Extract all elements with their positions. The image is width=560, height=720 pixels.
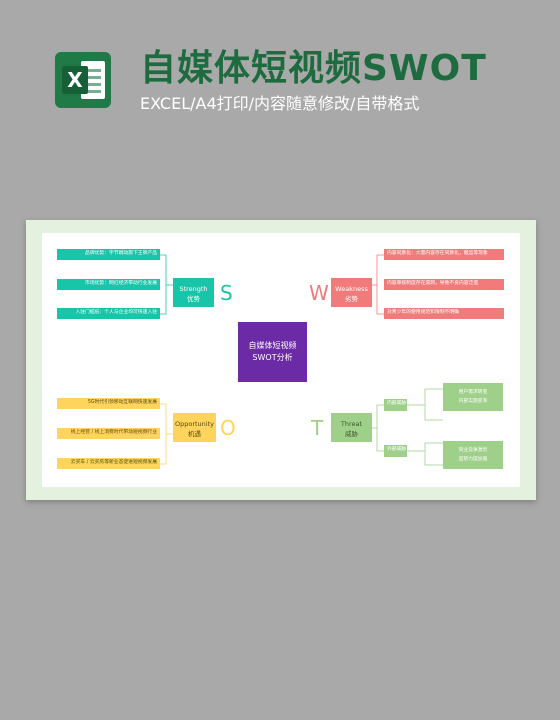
- excel-icon: X: [55, 52, 111, 108]
- weakness-item-3: 对青少年的使用规范和限制不明确: [384, 308, 504, 319]
- threat-label-en: Threat: [340, 420, 363, 428]
- threat-inner-item-1: 用户需求转变: [458, 390, 488, 395]
- center-line-1: 自媒体短视频: [248, 341, 297, 350]
- weakness-label-en: Weakness: [335, 285, 368, 293]
- threat-outer-node: 外部威胁: [384, 445, 407, 457]
- center-line-2: SWOT分析: [252, 353, 293, 362]
- strength-item-2: 市场优势：网红经济带动行业发展: [57, 279, 160, 290]
- opportunity-node: Opportunity 机遇: [173, 413, 216, 442]
- weakness-label-cn: 劣势: [345, 295, 358, 303]
- excel-x-letter: X: [62, 66, 88, 94]
- strength-node: Strength 优势: [173, 278, 214, 307]
- letter-t: T: [311, 416, 324, 440]
- threat-inner-leaf: 用户需求转变 内部实施变革: [443, 383, 503, 411]
- threat-node: Threat 威胁: [331, 413, 372, 442]
- weakness-item-2: 内容审核制度存在漏洞，导致不良内容泛滥: [384, 279, 504, 290]
- weakness-node: Weakness 劣势: [331, 278, 372, 307]
- weakness-item-1: 内容同质化：大量内容存在同质化，搬运等现象: [384, 249, 504, 260]
- threat-inner-node: 内部威胁: [384, 399, 407, 411]
- threat-outer-item-2: 监管力度加强: [458, 457, 488, 462]
- letter-s: S: [220, 281, 233, 305]
- strength-item-1: 品牌优势：字节跳动旗下王牌产品: [57, 249, 160, 260]
- opportunity-label-en: Opportunity: [174, 420, 214, 428]
- letter-o: O: [220, 416, 236, 440]
- letter-w: W: [309, 281, 329, 305]
- opportunity-item-1: 5G时代引领移动互联网快速发展: [57, 398, 160, 409]
- strength-label-en: Strength: [179, 285, 208, 293]
- strength-item-3: 入驻门槛低：个人与企业均可快速入驻: [57, 308, 160, 319]
- strength-label-cn: 优势: [187, 295, 200, 303]
- opportunity-item-3: 云买车 / 云买房等新业态促进短视频发展: [57, 458, 160, 469]
- threat-label-cn: 威胁: [345, 430, 358, 438]
- opportunity-label-cn: 机遇: [188, 430, 201, 438]
- center-node: 自媒体短视频 SWOT分析: [238, 322, 307, 382]
- threat-inner-item-2: 内部实施变革: [458, 399, 488, 404]
- threat-outer-leaf: 同业竞争激烈 监管力度加强: [443, 441, 503, 469]
- page-title: 自媒体短视频SWOT: [140, 48, 487, 89]
- opportunity-item-2: 线上经营 / 线上消费时代带动短视频行业: [57, 428, 160, 439]
- threat-outer-item-1: 同业竞争激烈: [458, 448, 488, 453]
- page-subtitle: EXCEL/A4打印/内容随意修改/自带格式: [140, 94, 420, 113]
